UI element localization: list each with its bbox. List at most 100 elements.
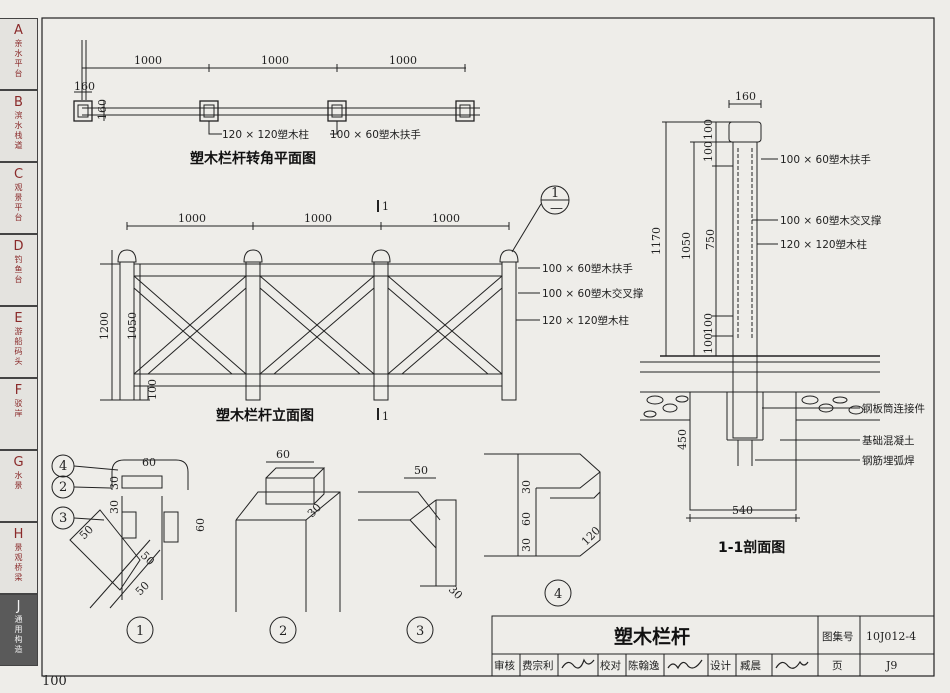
plan-post-label: 120 × 120塑木柱	[222, 128, 310, 141]
d4-dim: 60	[520, 512, 533, 526]
section-cross-label: 100 × 60塑木交叉撑	[780, 214, 882, 227]
tab-letter: E	[14, 311, 23, 326]
review-label: 审核	[494, 659, 515, 672]
tab-label: 滨水栈道	[14, 111, 23, 150]
tab-label: 观景平台	[14, 183, 23, 222]
tab-label: 景观桥梁	[14, 543, 23, 582]
section-mark-top: 1	[382, 200, 389, 213]
design-label: 设计	[710, 659, 731, 672]
tab-label: 钓鱼台	[14, 255, 23, 284]
elev-post-label: 120 × 120塑木柱	[542, 314, 630, 327]
section-dim-100: 100	[702, 313, 715, 334]
tab-label: 驳岸	[14, 399, 23, 418]
section-dim-1050: 1050	[680, 232, 693, 260]
plan-dimension-1: 1000	[134, 54, 162, 67]
tab-letter: J	[16, 599, 21, 614]
tab-letter: G	[13, 455, 24, 470]
section-dim-750: 750	[704, 229, 717, 250]
section-mark-bottom: 1	[382, 410, 389, 423]
detail-ref-3: 3	[59, 511, 67, 526]
section-view	[640, 100, 880, 522]
d3-dim: 50	[414, 464, 428, 477]
design-name: 臧晨	[740, 659, 761, 672]
d1-dim: 30	[108, 500, 121, 514]
atlas-label: 图集号	[822, 630, 854, 643]
atlas-number: 10J012-4	[866, 630, 916, 643]
tab-label: 通用构造	[14, 615, 23, 654]
d1-dim: 50	[133, 579, 152, 598]
detail-2	[235, 461, 341, 644]
tab-letter: A	[14, 23, 23, 38]
plan-dim-text: 1000	[261, 54, 289, 67]
detail-1-number: 1	[136, 624, 144, 639]
d1-dim: 50	[138, 549, 157, 568]
d4-dim: 30	[520, 480, 533, 494]
elev-dim-text: 1000	[432, 212, 460, 225]
tab-label: 水景	[14, 471, 23, 490]
detail-3-number: 3	[416, 624, 424, 639]
drawing-title: 塑木栏杆	[614, 625, 690, 648]
plan-dim-160-vertical: 160	[96, 99, 109, 120]
section-rail-label: 100 × 60塑木扶手	[780, 153, 871, 166]
elev-cross-label: 100 × 60塑木交叉撑	[542, 287, 644, 300]
check-signature	[667, 659, 703, 670]
section-dim-540: 540	[732, 504, 753, 517]
plan-dim-text: 1000	[389, 54, 417, 67]
plan-dim-text: 1000	[134, 54, 162, 67]
page-label: 页	[832, 660, 843, 672]
detail-3	[358, 477, 457, 644]
detail-ref-sub: —	[550, 201, 563, 216]
d2-dim: 60	[276, 448, 290, 461]
d1-dim: 30	[108, 476, 121, 490]
d4-dim: 120	[579, 524, 603, 548]
tab-label: 游船码头	[14, 327, 23, 366]
detail-4-number: 4	[554, 587, 562, 602]
d1-dim: 60	[194, 518, 207, 532]
page-number: 100	[42, 674, 67, 689]
detail-1	[51, 454, 189, 644]
section-post-label: 120 × 120塑木柱	[780, 238, 868, 251]
plan-rail-label: 100 × 60塑木扶手	[330, 128, 421, 141]
review-signature	[561, 658, 595, 669]
tab-letter: H	[13, 527, 24, 542]
tab-label: 亲水平台	[14, 39, 23, 78]
detail-ref-4: 4	[59, 459, 67, 474]
design-signature	[775, 660, 809, 669]
section-dim-450: 450	[676, 429, 689, 450]
review-name: 费宗利	[522, 659, 554, 672]
tab-letter: B	[14, 95, 23, 110]
section-rebar-label: 钢筋埋弧焊	[862, 454, 915, 467]
plan-title: 塑木栏杆转角平面图	[190, 150, 316, 167]
check-label: 校对	[600, 659, 621, 672]
tab-letter: C	[13, 167, 24, 182]
d1-dim: 60	[142, 456, 156, 469]
section-dim-100: 100	[702, 119, 715, 140]
check-name: 陈翰逸	[628, 659, 660, 672]
elev-dim-1200: 1200	[98, 312, 111, 340]
section-concrete-label: 基础混凝土	[862, 434, 915, 447]
section-title: 1-1剖面图	[718, 539, 785, 556]
detail-ref-number: 1	[551, 186, 559, 201]
elev-dim-text: 1000	[178, 212, 206, 225]
plan-view	[73, 40, 480, 135]
d1-dim: 50	[77, 523, 96, 542]
detail-2-number: 2	[279, 624, 287, 639]
section-sleeve-label: 钢板筒连接件	[862, 402, 925, 415]
title-block	[491, 615, 935, 677]
detail-ref-2: 2	[59, 480, 67, 495]
elev-dim-text: 1000	[304, 212, 332, 225]
elev-rail-label: 100 × 60塑木扶手	[542, 262, 633, 275]
tab-letter: F	[14, 383, 23, 398]
elevation-title: 塑木栏杆立面图	[216, 407, 314, 424]
page-code: J9	[885, 659, 897, 672]
